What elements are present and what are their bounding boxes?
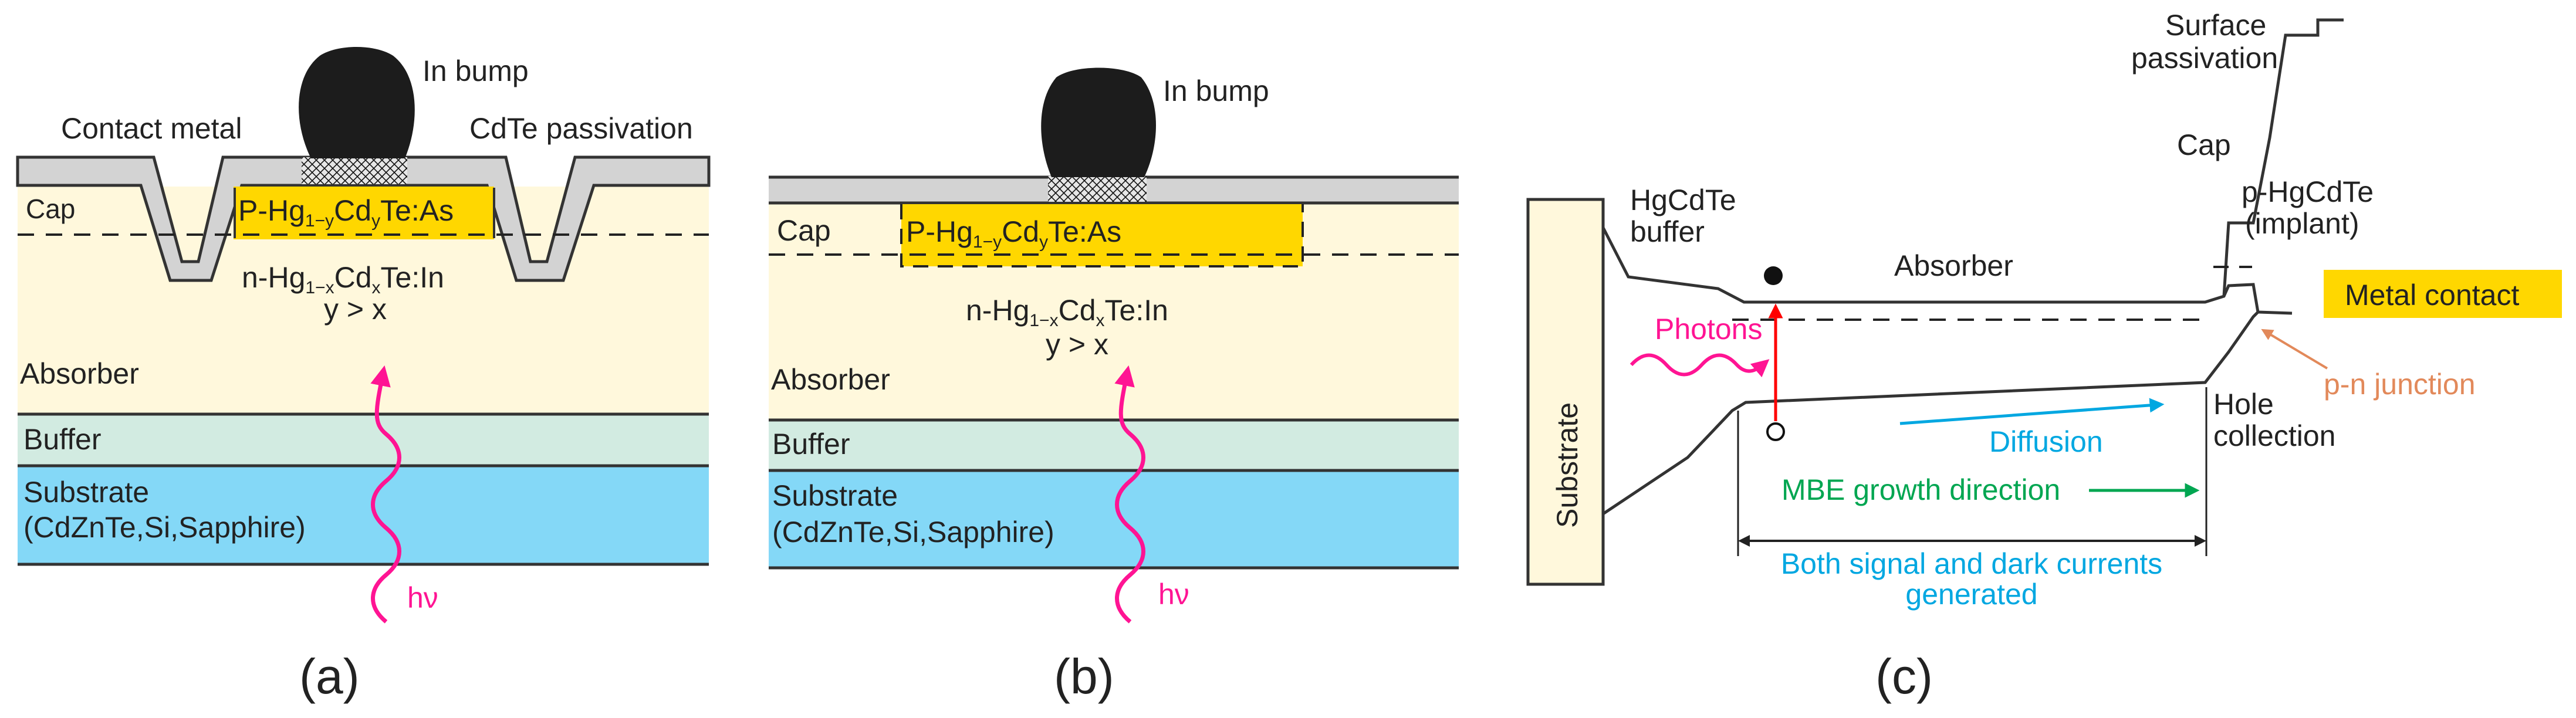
p-hgcdte-label-2: (implant) bbox=[2245, 207, 2359, 240]
hv-label: hν bbox=[407, 581, 438, 614]
substrate-materials-label: (CdZnTe,Si,Sapphire) bbox=[23, 511, 306, 544]
photons-label: Photons bbox=[1655, 313, 1762, 346]
cap-label: Cap bbox=[26, 194, 75, 224]
diffusion-arrow bbox=[1899, 398, 2165, 425]
buffer-label: Buffer bbox=[23, 423, 102, 456]
under-bump-metal bbox=[302, 157, 407, 184]
conduction-band-edge bbox=[1601, 18, 2344, 315]
surface-passivation-label-2: passivation bbox=[2131, 42, 2278, 74]
pn-junction-pointer bbox=[2261, 328, 2328, 370]
substrate-block bbox=[1526, 198, 1605, 586]
in-bump bbox=[299, 47, 415, 158]
hole-collection-label-1: Hole bbox=[2213, 388, 2274, 421]
contact-metal-label: Contact metal bbox=[61, 112, 242, 145]
caption-c: (c) bbox=[1875, 649, 1933, 704]
mbe-growth-label: MBE growth direction bbox=[1781, 473, 2060, 506]
n-layer-label: n-Hg1−xCdxTe:In bbox=[966, 294, 1168, 330]
p-type-region bbox=[234, 187, 494, 239]
diffusion-label: Diffusion bbox=[1989, 425, 2103, 458]
y-gt-x-label: y > x bbox=[1046, 328, 1108, 361]
panel-c: Substrate Metal contact Photons Diffusio… bbox=[1526, 9, 2562, 704]
metal-contact-box bbox=[2324, 270, 2562, 318]
absorber-label: Absorber bbox=[1894, 249, 2013, 282]
photon-wave-c bbox=[1630, 353, 1770, 378]
p-layer-label: P-Hg1−yCdyTe:As bbox=[906, 215, 1121, 252]
valence-band-edge bbox=[1602, 311, 2259, 516]
cap-label: Cap bbox=[777, 214, 831, 247]
surface-passivation-label-1: Surface bbox=[2165, 9, 2266, 42]
in-bump bbox=[1041, 67, 1156, 177]
substrate-materials-label: (CdZnTe,Si,Sapphire) bbox=[772, 516, 1054, 548]
p-layer-label: P-Hg1−yCdyTe:As bbox=[238, 194, 454, 231]
substrate-label: Substrate bbox=[1551, 402, 1584, 528]
photon-wave-a bbox=[370, 365, 401, 624]
in-bump-label: In bump bbox=[1163, 74, 1269, 107]
panel-b: In bump Cap P-Hg1−yCdyTe:As n-Hg1−xCdxTe… bbox=[769, 67, 1459, 704]
substrate-label: Substrate bbox=[23, 476, 149, 509]
hole-collection-label-2: collection bbox=[2213, 419, 2335, 452]
currents-label-line2: generated bbox=[1905, 578, 2037, 611]
absorber-label: Absorber bbox=[20, 357, 139, 390]
n-layer-label: n-Hg1−xCdxTe:In bbox=[242, 261, 444, 297]
hv-label: hν bbox=[1158, 578, 1189, 611]
substrate-label: Substrate bbox=[772, 479, 898, 512]
substrate-layer bbox=[769, 470, 1459, 568]
panel-a: In bump Contact metal CdTe passivation C… bbox=[16, 47, 711, 704]
hole-circle bbox=[1766, 422, 1785, 441]
pn-junction-label: p-n junction bbox=[2324, 368, 2476, 401]
buffer-label: Buffer bbox=[772, 428, 850, 460]
hgcdte-buffer-label-2: buffer bbox=[1630, 215, 1705, 248]
p-type-region bbox=[901, 204, 1303, 266]
caption-b: (b) bbox=[1054, 649, 1114, 704]
y-gt-x-label: y > x bbox=[324, 293, 387, 326]
p-hgcdte-label-1: p-HgCdTe bbox=[2242, 175, 2374, 208]
absorber-label: Absorber bbox=[771, 363, 890, 396]
cap-label: Cap bbox=[2177, 128, 2231, 161]
hgcdte-buffer-label-1: HgCdTe bbox=[1630, 184, 1736, 216]
buffer-layer bbox=[18, 414, 709, 466]
electron-dot bbox=[1764, 266, 1783, 285]
caption-a: (a) bbox=[299, 649, 360, 704]
cdte-passivation-label: CdTe passivation bbox=[469, 112, 693, 145]
photon-wave-b bbox=[1114, 365, 1145, 624]
substrate-layer bbox=[18, 466, 709, 564]
buffer-layer bbox=[769, 420, 1459, 470]
currents-label-line1: Both signal and dark currents bbox=[1781, 547, 2162, 580]
metal-contact-label: Metal contact bbox=[2345, 279, 2519, 311]
in-bump-label: In bump bbox=[422, 55, 529, 87]
under-bump-metal bbox=[1048, 176, 1147, 202]
